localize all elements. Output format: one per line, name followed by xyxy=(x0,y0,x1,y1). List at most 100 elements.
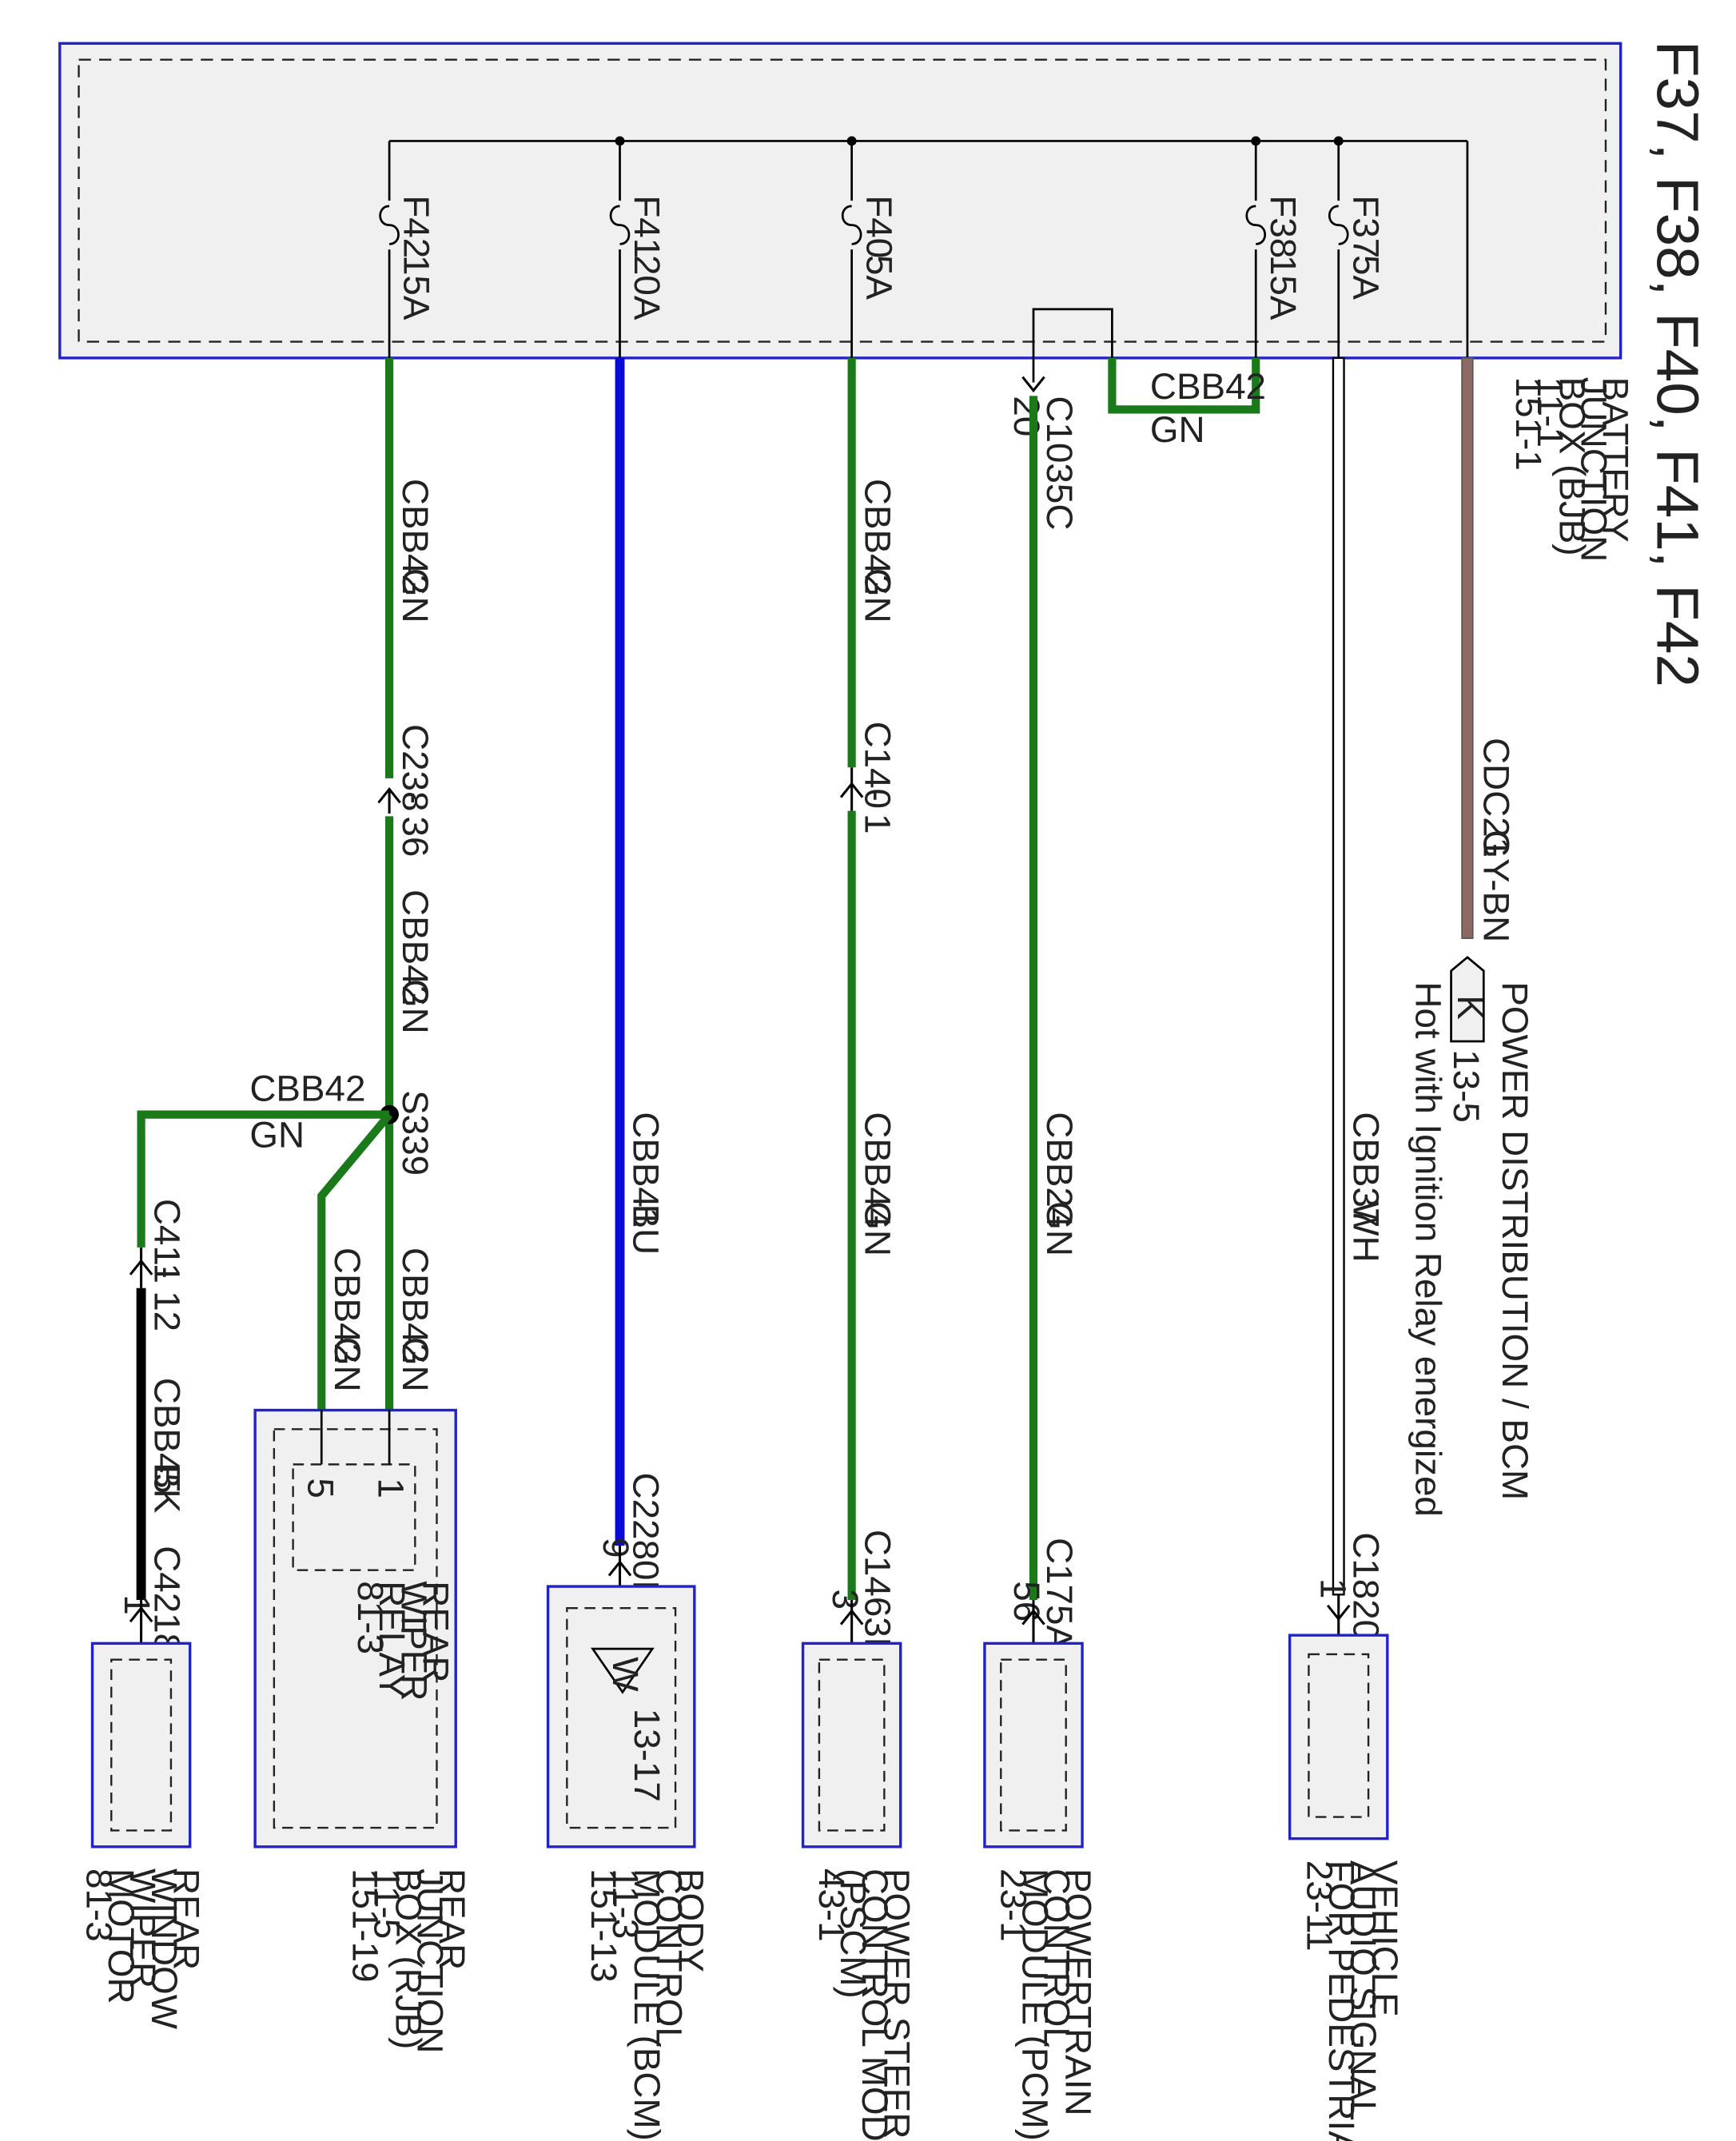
svg-text:REAR: REAR xyxy=(416,1581,456,1682)
svg-text:23-11: 23-11 xyxy=(1300,1860,1340,1952)
pscm-box xyxy=(801,1642,902,1849)
svg-text:CBB42: CBB42 xyxy=(395,479,436,595)
svg-text:BK: BK xyxy=(147,1464,188,1514)
rear-junction-box-inner xyxy=(273,1428,438,1829)
offpage-k-ref: 13-5 xyxy=(1446,1049,1487,1123)
rear-junction-box xyxy=(253,1408,457,1849)
connector-c2280d-pin: 9 xyxy=(595,1538,636,1558)
bcm-box xyxy=(546,1585,696,1849)
connector-c1035c-icon xyxy=(1021,376,1045,393)
svg-text:CBB42: CBB42 xyxy=(327,1248,368,1363)
bcm-inner xyxy=(566,1607,677,1829)
svg-text:5A: 5A xyxy=(858,255,899,300)
svg-text:11-3: 11-3 xyxy=(605,1868,646,1939)
svg-text:BOX (RJB): BOX (RJB) xyxy=(388,1868,429,2049)
connector-c4218-label: C4218 xyxy=(147,1546,188,1654)
connector-c175a-label: C175A xyxy=(1039,1538,1080,1650)
svg-text:CONTROL MODULE: CONTROL MODULE xyxy=(854,1868,895,2141)
connector-c140-label: C140-1 xyxy=(858,722,898,834)
svg-text:5: 5 xyxy=(300,1478,340,1498)
svg-text:-: - xyxy=(858,789,898,801)
bcm-w-symbol: W xyxy=(605,1657,646,1692)
svg-text:F38: F38 xyxy=(1263,195,1304,258)
svg-text:11-1: 11-1 xyxy=(1530,377,1571,448)
connector-c238-label: C238-36 xyxy=(395,724,436,857)
svg-text:GN: GN xyxy=(327,1337,368,1392)
svg-text:BOX (BJB): BOX (BJB) xyxy=(1551,377,1592,556)
svg-text:13-5: 13-5 xyxy=(1446,1049,1487,1123)
svg-text:12: 12 xyxy=(147,1291,188,1331)
svg-text:F42: F42 xyxy=(396,195,437,258)
svg-text:JUNCTION: JUNCTION xyxy=(410,1868,451,2054)
svg-text:1: 1 xyxy=(371,1478,412,1498)
svg-text:C2280D: C2280D xyxy=(625,1473,666,1607)
svg-text:F41: F41 xyxy=(627,195,667,258)
svg-text:C1463B: C1463B xyxy=(858,1530,898,1661)
svg-text:20: 20 xyxy=(1006,396,1047,436)
connector-c1035c-label: C1035C xyxy=(1039,396,1080,530)
svg-text:C238: C238 xyxy=(395,724,436,811)
svg-text:F40: F40 xyxy=(858,195,899,258)
svg-text:5A: 5A xyxy=(1345,255,1386,300)
svg-text:BODY: BODY xyxy=(670,1868,711,1972)
bcm-w-triangle-icon xyxy=(591,1647,655,1694)
wire-cdc21 xyxy=(1461,357,1474,939)
svg-text:1: 1 xyxy=(1313,1578,1354,1598)
svg-text:13-17: 13-17 xyxy=(627,1709,667,1802)
svg-text:CBB37: CBB37 xyxy=(1345,1112,1386,1228)
pscm-label: POWER STEERING CONTROL MODULE (PSCM) 43-… xyxy=(811,1868,917,2141)
svg-text:CBB42: CBB42 xyxy=(395,1248,436,1363)
svg-text:151-13: 151-13 xyxy=(583,1868,624,1983)
pcm-box xyxy=(983,1642,1084,1849)
avas-label: VEHICLE AUDIO SIGNAL FOR PEDESTRIAN 23-1… xyxy=(1300,1860,1405,2141)
rear-wiper-relay-label: REAR WIPER RELAY 81-3 xyxy=(350,1581,456,1701)
svg-text:WIPER: WIPER xyxy=(122,1868,163,1988)
wire-label-s339-left-color: GN xyxy=(249,1114,305,1155)
connector-c175a-pin: 56 xyxy=(1006,1581,1047,1622)
offpage-note: Hot with Ignition Relay energized xyxy=(1408,981,1448,1517)
svg-text:POWER STEERING: POWER STEERING xyxy=(876,1868,917,2141)
rjb-pin-5: 5 xyxy=(300,1478,340,1498)
battery-junction-box xyxy=(58,42,1623,360)
svg-text:15A: 15A xyxy=(396,255,437,320)
svg-text:REAR: REAR xyxy=(165,1868,206,1970)
connector-c1820-label: C1820 xyxy=(1345,1532,1386,1640)
battery-junction-box-inner xyxy=(78,58,1607,343)
svg-text:1: 1 xyxy=(858,814,898,834)
svg-text:MOTOR: MOTOR xyxy=(101,1868,141,2004)
svg-text:15A: 15A xyxy=(1263,255,1304,320)
svg-text:VEHICLE: VEHICLE xyxy=(1364,1860,1405,2017)
connector-c1463b-label: C1463B xyxy=(858,1530,898,1661)
bjb-label: BATTERY JUNCTION BOX (BJB) 11-1 151-1 xyxy=(1508,377,1636,563)
svg-text:K: K xyxy=(1450,995,1491,1020)
svg-text:CONTROL: CONTROL xyxy=(648,1868,689,2047)
offpage-dest: POWER DISTRIBUTION / BCM xyxy=(1495,981,1535,1500)
offpage-k-letter: K xyxy=(1450,995,1491,1020)
svg-text:CBB45: CBB45 xyxy=(147,1378,188,1494)
svg-text:POWERTRAIN: POWERTRAIN xyxy=(1058,1868,1099,2116)
svg-text:-: - xyxy=(147,1267,188,1279)
svg-text:C175A: C175A xyxy=(1039,1538,1080,1650)
connector-c1463b-pin: 3 xyxy=(825,1589,866,1609)
svg-text:BATTERY: BATTERY xyxy=(1595,377,1636,543)
svg-text:CBB41: CBB41 xyxy=(625,1112,666,1228)
svg-text:11-5: 11-5 xyxy=(366,1868,407,1939)
avas-box xyxy=(1288,1634,1389,1841)
wire-label-s339-left-circuit: CBB42 xyxy=(249,1069,365,1109)
svg-text:GN: GN xyxy=(858,568,898,623)
svg-text:CBB44: CBB44 xyxy=(858,1112,898,1228)
svg-text:C1035C: C1035C xyxy=(1039,396,1080,530)
svg-text:C1820: C1820 xyxy=(1345,1532,1386,1640)
avas-inner xyxy=(1308,1653,1370,1818)
svg-text:-: - xyxy=(395,792,436,804)
svg-text:GN: GN xyxy=(395,979,436,1034)
svg-text:FOR PEDESTRIAN: FOR PEDESTRIAN xyxy=(1321,1860,1362,2141)
svg-text:(PSCM): (PSCM) xyxy=(833,1868,874,1999)
